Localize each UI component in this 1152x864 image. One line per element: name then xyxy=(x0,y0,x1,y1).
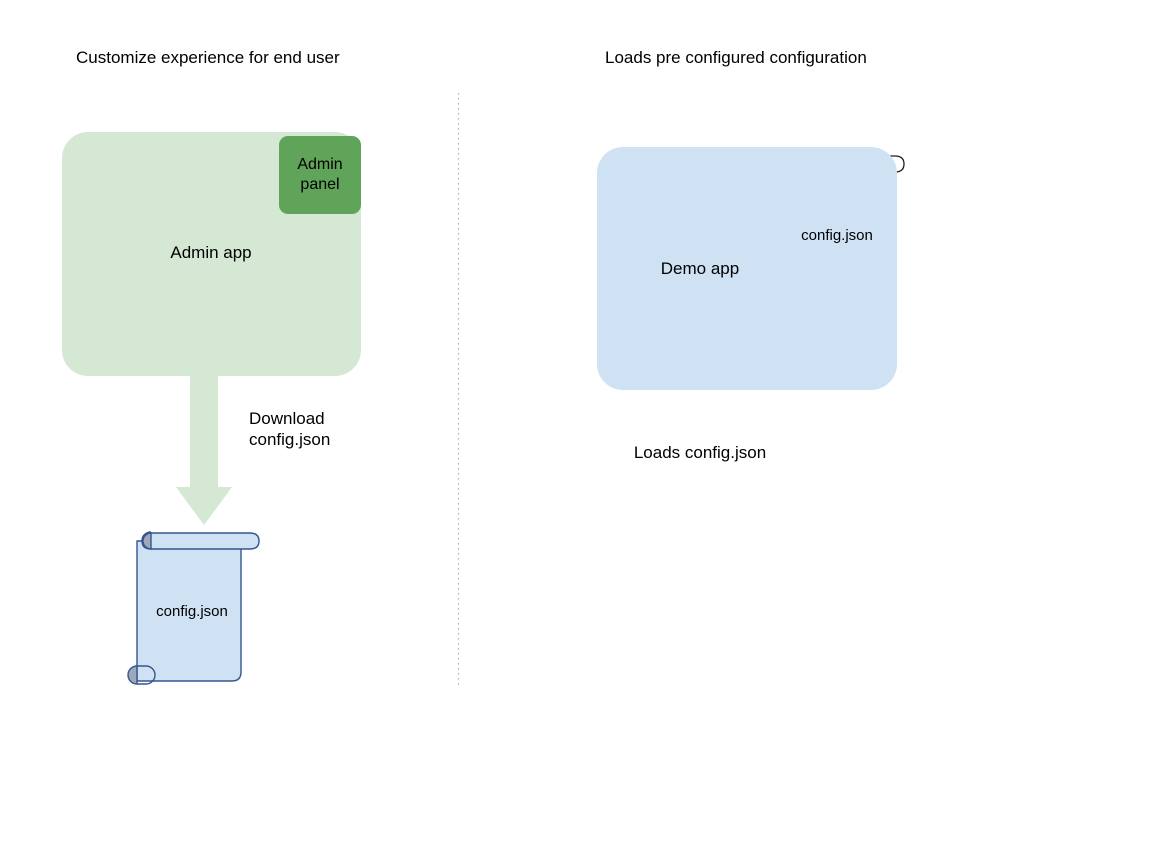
download-arrow xyxy=(176,376,232,525)
config-json-label-right: config.json xyxy=(801,227,873,244)
admin-panel-label: Admin panel xyxy=(297,155,342,194)
config-json-label-left: config.json xyxy=(156,603,228,620)
demo-app-label: Demo app xyxy=(660,259,740,278)
heading-right: Loads pre configured configuration xyxy=(605,48,867,67)
download-label-line2: config.json xyxy=(249,429,331,449)
admin-app-label: Admin app xyxy=(170,243,252,262)
admin-panel-label-line2: panel xyxy=(300,175,340,193)
loads-config-caption: Loads config.json xyxy=(633,443,767,462)
download-label-line1: Download xyxy=(249,409,325,428)
heading-left: Customize experience for end user xyxy=(76,48,340,67)
admin-panel-label-line1: Admin xyxy=(297,156,343,173)
admin-panel-box[interactable] xyxy=(279,136,361,214)
demo-app-box[interactable] xyxy=(597,147,897,390)
config-json-document-left xyxy=(127,531,260,685)
